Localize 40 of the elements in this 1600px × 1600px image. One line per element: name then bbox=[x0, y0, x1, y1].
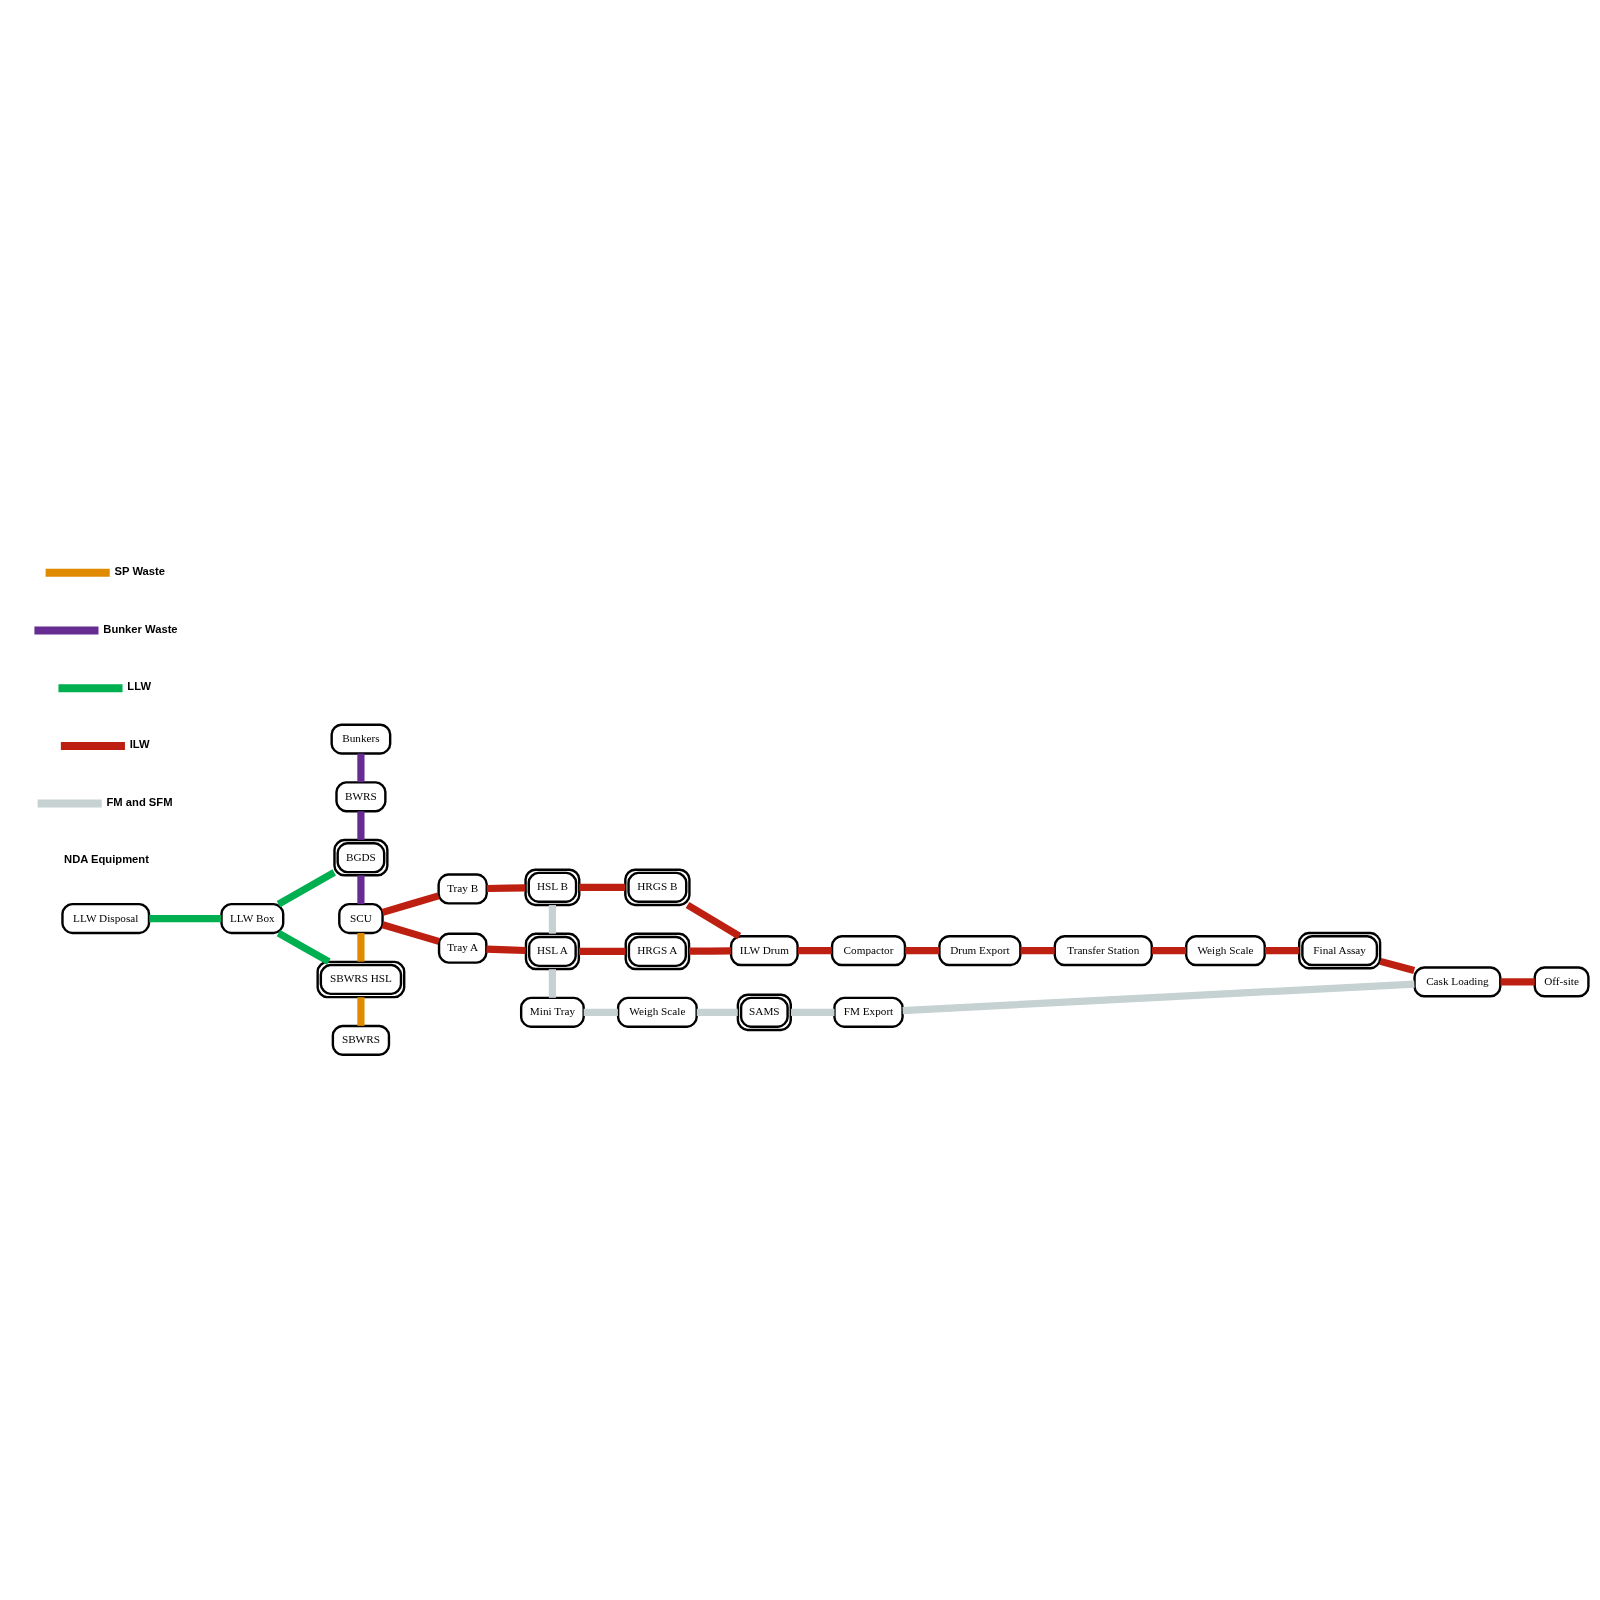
connector bbox=[486, 884, 526, 893]
node-box: Tray B bbox=[437, 873, 488, 905]
connector bbox=[1152, 947, 1187, 955]
legend-label: Bunker Waste bbox=[103, 622, 178, 635]
connector bbox=[357, 753, 365, 783]
node-box: SBWRS bbox=[331, 1024, 391, 1056]
node-box: ILW Drum bbox=[729, 935, 799, 967]
node-box: Bunkers bbox=[330, 723, 392, 755]
connector bbox=[797, 947, 832, 955]
node-box: SCU bbox=[338, 902, 384, 935]
legend-label: LLW bbox=[127, 680, 152, 693]
legend-label: ILW bbox=[129, 738, 150, 751]
node-box: Compactor bbox=[830, 935, 907, 967]
connector bbox=[276, 869, 336, 908]
node-box: Tray A bbox=[437, 932, 488, 964]
connector bbox=[902, 980, 1415, 1015]
node-box: FM Export bbox=[833, 996, 904, 1028]
node-box: Weigh Scale bbox=[1185, 935, 1266, 967]
legend-label: NDA Equipment bbox=[64, 853, 149, 866]
connector bbox=[381, 921, 440, 945]
node-box: Drum Export bbox=[938, 935, 1022, 967]
connector bbox=[276, 929, 331, 965]
legend-label: FM and SFM bbox=[106, 795, 173, 808]
node-box: Weigh Scale bbox=[616, 996, 698, 1028]
legend-label: SP Waste bbox=[114, 565, 165, 578]
node-box: Cask Loading bbox=[1413, 966, 1502, 998]
connector bbox=[1020, 947, 1055, 955]
connector bbox=[905, 947, 940, 955]
connector bbox=[1500, 978, 1535, 986]
node-box: Mini Tray bbox=[519, 996, 585, 1028]
node-box: Transfer Station bbox=[1053, 935, 1153, 967]
node-box: BWRS bbox=[335, 781, 387, 813]
node-box: LLW Box bbox=[220, 902, 285, 935]
node-box: LLW Disposal bbox=[61, 902, 151, 935]
connector bbox=[149, 914, 222, 923]
connector bbox=[583, 1008, 618, 1016]
connector bbox=[685, 901, 742, 940]
connector bbox=[1379, 957, 1416, 974]
connector bbox=[381, 892, 440, 916]
node-box: Off-site bbox=[1533, 966, 1590, 998]
